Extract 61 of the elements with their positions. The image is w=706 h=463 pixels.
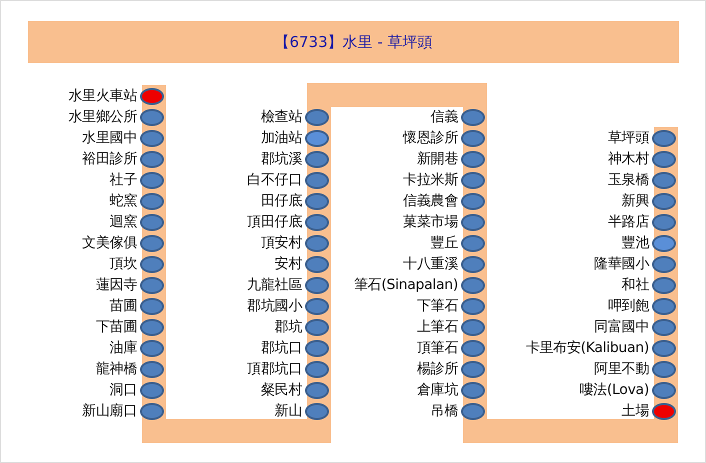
stop-name: 文美傢俱 (82, 235, 137, 252)
stop-name: 安村 (274, 256, 302, 273)
stop-name: 頂郡坑口 (247, 361, 302, 378)
stop-name: 卡拉米斯 (403, 172, 458, 189)
stop-name: 菓菜市場 (403, 214, 458, 231)
stop-name: 下苗圃 (96, 319, 137, 336)
stop-name: 苗圃 (110, 298, 137, 315)
stop-name: 檢查站 (260, 109, 302, 126)
stop-name: 豐池 (622, 235, 649, 252)
stop-name: 神木村 (608, 151, 649, 168)
stop-name: 水里鄉公所 (68, 109, 137, 126)
stop-name: 社子 (110, 172, 137, 189)
stop-name: 下筆石 (416, 298, 458, 315)
stop-name: 新山 (274, 403, 302, 420)
stop-name: 白不仔口 (247, 172, 302, 189)
stop-name: 迴窯 (110, 214, 137, 231)
stop-name: 隆華國小 (594, 256, 649, 273)
stop-name: 郡坑 (274, 319, 302, 336)
stop-name: 新山廟口 (82, 403, 137, 420)
stop-name: 楊診所 (416, 361, 458, 378)
stop-name: 倉庫坑 (416, 382, 458, 399)
stop-name: 加油站 (260, 130, 302, 147)
stop-name: 上筆石 (416, 319, 458, 336)
stop-name: 九龍社區 (247, 277, 302, 294)
stop-name: 和社 (622, 277, 649, 294)
stop-name: 頂坎 (110, 256, 137, 273)
stop-name: 卡里布安(Kalibuan) (526, 340, 649, 357)
stop-name: 信義 (430, 109, 458, 126)
stop-name: 信義農會 (403, 193, 458, 210)
stop-name: 土場 (622, 403, 649, 420)
stop-name: 嘍法(Lova) (579, 382, 649, 399)
stop-name: 呷到飽 (608, 298, 649, 315)
stop-name: 吊橋 (430, 403, 458, 420)
stop-name: 頂田仔底 (247, 214, 302, 231)
stop-name: 油庫 (110, 340, 137, 357)
route-title-banner: 【6733】水里 - 草坪頭 (28, 21, 679, 63)
stop-name: 玉泉橋 (608, 172, 649, 189)
stop-name: 十八重溪 (403, 256, 458, 273)
stop-name: 粲民村 (260, 382, 302, 399)
stop-name: 新開巷 (416, 151, 458, 168)
stop-name: 蛇窯 (110, 193, 137, 210)
stop-name: 水里火車站 (68, 88, 137, 105)
stop-name: 龍神橋 (96, 361, 137, 378)
stop-name: 草坪頭 (608, 130, 649, 147)
stop-name: 洞口 (110, 382, 137, 399)
stop-name: 郡坑國小 (247, 298, 302, 315)
stop-name: 郡坑溪 (260, 151, 302, 168)
stop-name: 豐丘 (430, 235, 458, 252)
stop-name: 筆石(Sinapalan) (354, 277, 458, 294)
stop-name: 郡坑口 (260, 340, 302, 357)
stop-name: 田仔底 (260, 193, 302, 210)
stop-name: 裕田診所 (82, 151, 137, 168)
stop-name: 同富國中 (594, 319, 649, 336)
stop-name: 頂安村 (260, 235, 302, 252)
stop-name: 半路店 (608, 214, 649, 231)
stop-name: 懷恩診所 (403, 130, 458, 147)
stop-name: 蓮因寺 (96, 277, 137, 294)
stop-name: 新興 (622, 193, 649, 210)
stop-name: 頂筆石 (416, 340, 458, 357)
stop-name: 水里國中 (82, 130, 137, 147)
stop-name: 阿里不動 (594, 361, 649, 378)
